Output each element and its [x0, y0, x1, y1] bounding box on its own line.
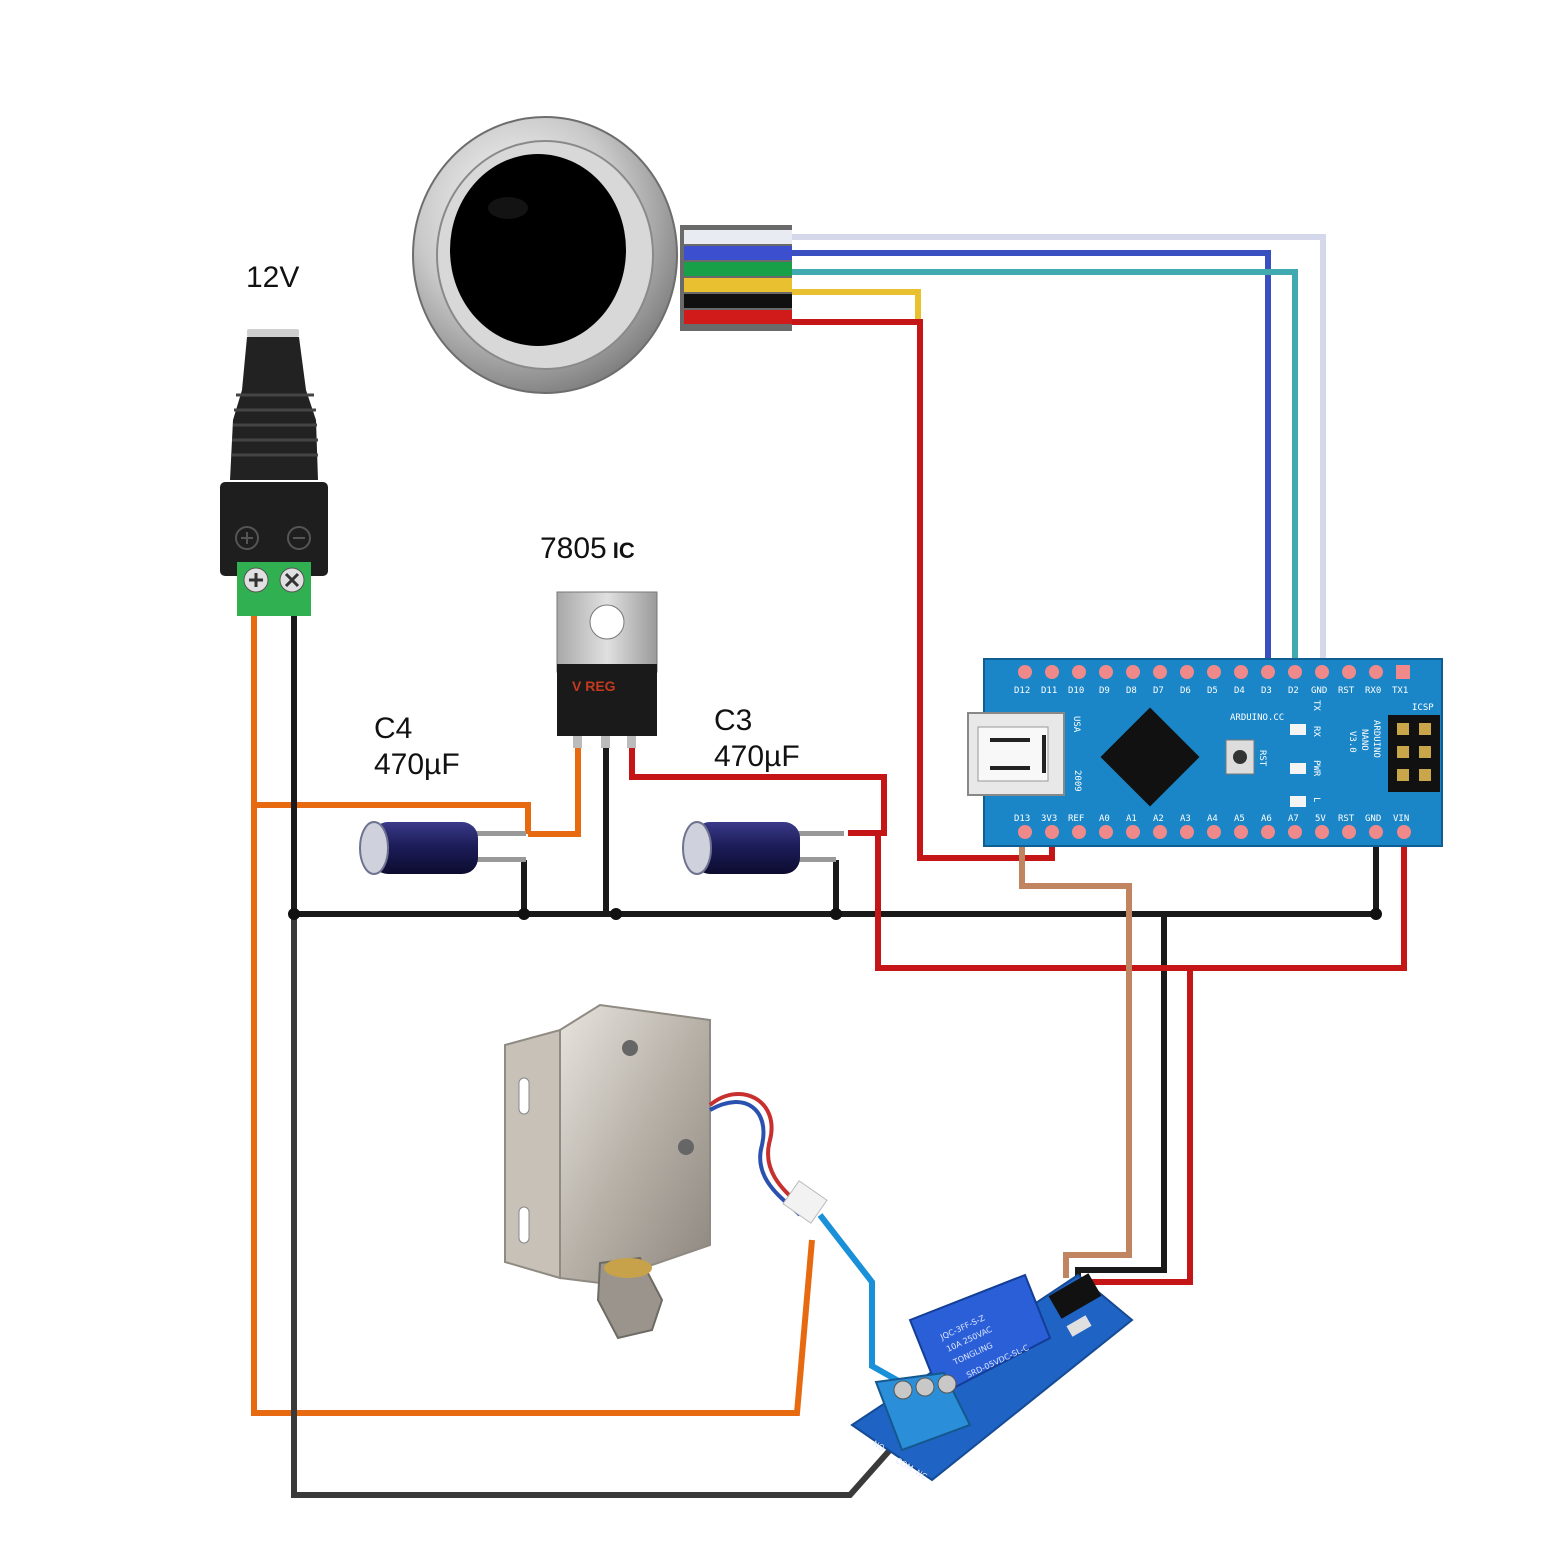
- svg-text:V3.0: V3.0: [1347, 731, 1357, 753]
- icsp-header: [1388, 715, 1440, 792]
- svg-text:D7: D7: [1153, 686, 1164, 696]
- svg-text:D9: D9: [1099, 686, 1110, 696]
- svg-text:REF: REF: [1068, 814, 1084, 824]
- wire-orange-12v: [251, 612, 531, 834]
- svg-text:PWR: PWR: [1311, 760, 1321, 777]
- wire-blue-lock: [817, 1213, 904, 1386]
- dc-jack: 12V: [220, 261, 328, 616]
- svg-text:ARDUINO.CC: ARDUINO.CC: [1230, 713, 1284, 723]
- svg-text:D5: D5: [1207, 686, 1218, 696]
- fingerprint-sensor: [412, 116, 792, 394]
- svg-text:ARDUINO: ARDUINO: [1371, 720, 1381, 758]
- junction-dot: [1370, 908, 1382, 920]
- svg-text:L: L: [1311, 797, 1321, 802]
- svg-text:TX1: TX1: [1392, 686, 1408, 696]
- svg-text:A2: A2: [1153, 814, 1164, 824]
- svg-text:5V: 5V: [1315, 814, 1326, 824]
- wire-red-sensor: [790, 319, 1055, 861]
- svg-text:NANO: NANO: [1359, 729, 1369, 751]
- wires: [251, 234, 1407, 1498]
- capacitor-c3: C3 470µF: [682, 704, 844, 875]
- svg-text:A7: A7: [1288, 814, 1299, 824]
- svg-text:D8: D8: [1126, 686, 1137, 696]
- svg-text:D2: D2: [1288, 686, 1299, 696]
- svg-text:D12: D12: [1014, 686, 1030, 696]
- nano-bottom-pin-labels: D13 3V3 REF A0 A1 A2 A3 A4 A5 A6 A7 5V R…: [1014, 814, 1409, 824]
- svg-text:A4: A4: [1207, 814, 1218, 824]
- svg-text:RST: RST: [1338, 814, 1355, 824]
- arduino-nano: D12 D11 D10 D9 D8 D7 D6 D5 D4 D3 D2 GND …: [967, 658, 1443, 847]
- relay-terminal-block: NO COM NC: [871, 1371, 972, 1482]
- fingerprint-pad: [450, 154, 626, 346]
- svg-text:A1: A1: [1126, 814, 1137, 824]
- wire-red-reg-out: [629, 745, 887, 836]
- svg-text:A0: A0: [1099, 814, 1110, 824]
- relay-module: TONGLING 10A 250VAC JQC-3FF-S-Z SRD-05VD…: [850, 1273, 1134, 1482]
- svg-text:2009: 2009: [1072, 770, 1082, 792]
- svg-text:ICSP: ICSP: [1412, 703, 1434, 713]
- nano-top-pins: [1018, 665, 1410, 679]
- svg-text:A3: A3: [1180, 814, 1191, 824]
- junction-dot: [288, 908, 300, 920]
- wire-teal: [790, 269, 1298, 672]
- capacitor-c4: C4 470µF: [359, 712, 526, 875]
- regulator-marking: V REG: [572, 678, 616, 694]
- svg-text:D3: D3: [1261, 686, 1272, 696]
- wire-yellow: [790, 289, 921, 325]
- junction-dot: [518, 908, 530, 920]
- svg-text:D4: D4: [1234, 686, 1245, 696]
- plus-icon: [235, 526, 259, 550]
- svg-text:D10: D10: [1068, 686, 1084, 696]
- svg-text:RX: RX: [1311, 726, 1321, 737]
- svg-text:VIN: VIN: [1393, 814, 1409, 824]
- wire-orange-reg-in: [528, 745, 581, 837]
- svg-text:D6: D6: [1180, 686, 1191, 696]
- svg-text:RX0: RX0: [1365, 686, 1381, 696]
- svg-text:USA: USA: [1071, 716, 1081, 733]
- junction-dot: [610, 908, 622, 920]
- wire-blue: [790, 250, 1271, 672]
- svg-text:GND: GND: [1365, 814, 1381, 824]
- minus-icon: [287, 526, 311, 550]
- cap-c4-value: 470µF: [374, 748, 460, 781]
- wire-white: [790, 234, 1326, 672]
- solenoid-lock: [504, 1003, 828, 1340]
- svg-text:A5: A5: [1234, 814, 1245, 824]
- nano-bottom-pins: [1018, 825, 1411, 839]
- wire-orange-lock: [251, 805, 815, 1416]
- cap-c3-name: C3: [714, 704, 752, 737]
- wire-gray-lock: [291, 914, 908, 1498]
- svg-text:D13: D13: [1014, 814, 1030, 824]
- svg-text:3V3: 3V3: [1041, 814, 1057, 824]
- mcu-chip: [1100, 707, 1200, 807]
- svg-text:GND: GND: [1311, 686, 1327, 696]
- svg-text:D11: D11: [1041, 686, 1057, 696]
- cap-c3-value: 470µF: [714, 740, 800, 773]
- wire-red-5v-bus: [875, 832, 1407, 971]
- junction-dot: [830, 908, 842, 920]
- svg-text:RST: RST: [1338, 686, 1355, 696]
- wire-brown-signal: [1019, 832, 1132, 1278]
- svg-text:TX: TX: [1311, 700, 1321, 711]
- svg-text:A6: A6: [1261, 814, 1272, 824]
- power-label: 12V: [246, 261, 299, 294]
- usb-port-icon: [967, 712, 1065, 796]
- nano-top-pin-labels: D12 D11 D10 D9 D8 D7 D6 D5 D4 D3 D2 GND …: [1014, 686, 1408, 696]
- cap-c4-name: C4: [374, 712, 412, 745]
- svg-text:RST: RST: [1257, 750, 1267, 767]
- wire-red-relay-vcc: [1085, 968, 1193, 1295]
